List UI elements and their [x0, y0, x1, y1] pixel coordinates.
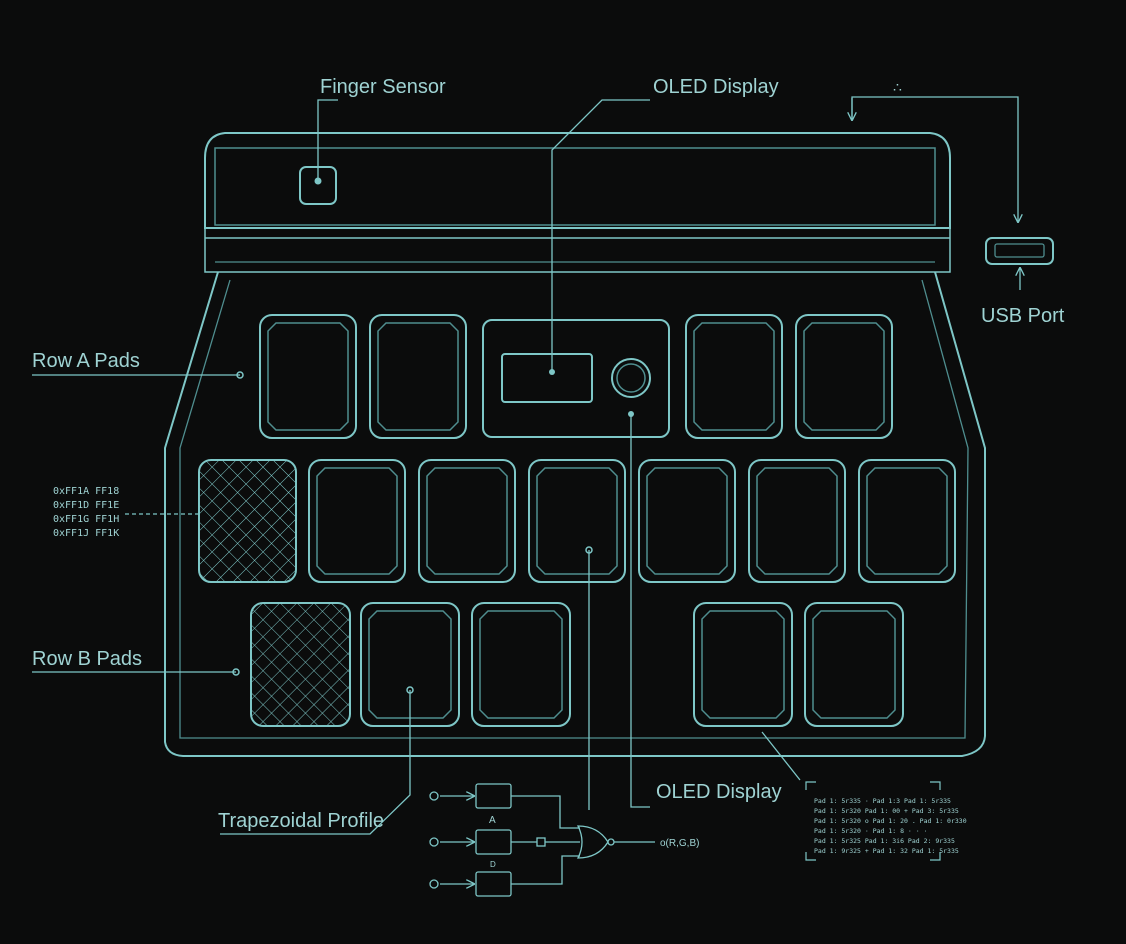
pad-table: Pad 1: 5r335 · Pad 1:3 Pad 1: 5r335 Pad …: [805, 781, 967, 861]
pad-inner-bevel: [267, 322, 349, 431]
pad-table-row: Pad 1: 5r325 Pad 1: 3i6 Pad 2: 9r335: [814, 837, 955, 845]
pad-table-row: Pad 1: 5r320 o Pad 1: 20 . Pad 1: 0r330: [814, 817, 967, 825]
hex-code-line: 0xFF1J FF1K: [53, 528, 119, 539]
label-top-ellipsis: ∴: [893, 79, 902, 95]
pad-row-a[interactable]: [259, 314, 357, 439]
logic-circuit: [429, 783, 655, 897]
pad-table-row: Pad 1: 5r335 · Pad 1:3 Pad 1: 5r335: [814, 797, 951, 805]
pad-inner-bevel: [426, 467, 508, 575]
pad-row-mid[interactable]: [308, 459, 406, 583]
pad-inner-bevel: [536, 467, 618, 575]
pad-row-b[interactable]: [693, 602, 793, 727]
pad-row-mid[interactable]: [528, 459, 626, 583]
pad-table-row: Pad 1: 5r320 Pad 1: 00 + Pad 3: 5r335: [814, 807, 959, 815]
usb-port[interactable]: [985, 237, 1054, 265]
pad-inner-bevel: [316, 467, 398, 575]
device-body: [164, 271, 986, 757]
pad-row-a[interactable]: [685, 314, 783, 439]
label-trapezoidal-profile: Trapezoidal Profile: [218, 810, 384, 832]
pad-table-row: Pad 1: 5r320 · Pad 1: 8 · · ·: [814, 827, 928, 835]
pad-inner-bevel: [693, 322, 775, 431]
oled-module: [482, 319, 670, 438]
gate-output-label: o(R,G,B): [660, 838, 699, 849]
pad-inner-bevel: [479, 610, 563, 719]
pad-inner-bevel: [701, 610, 785, 719]
label-row-a-pads: Row A Pads: [32, 350, 140, 372]
hex-code-line: 0xFF1G FF1H: [53, 514, 119, 525]
pad-row-a[interactable]: [795, 314, 893, 439]
oled-display: [501, 353, 593, 403]
gate-d-label: D: [490, 860, 496, 869]
label-usb-port: USB Port: [981, 305, 1065, 327]
pad-mesh-row-b[interactable]: [250, 602, 351, 727]
pad-inner-bevel: [377, 322, 459, 431]
pad-inner-bevel: [803, 322, 885, 431]
hex-code-line: 0xFF1A FF18: [53, 486, 119, 497]
pad-inner-bevel: [812, 610, 896, 719]
pad-row-b[interactable]: [804, 602, 904, 727]
label-oled-display-top: OLED Display: [653, 76, 779, 98]
pad-inner-bevel: [756, 467, 838, 575]
pad-row-mid[interactable]: [858, 459, 956, 583]
hex-code-line: 0xFF1D FF1E: [53, 500, 119, 511]
label-row-b-pads: Row B Pads: [32, 648, 142, 670]
pad-table-row: Pad 1: 9r325 + Pad 1: 32 Pad 1: 5r335: [814, 847, 959, 855]
pad-inner-bevel: [646, 467, 728, 575]
pad-row-b[interactable]: [471, 602, 571, 727]
pad-inner-bevel: [866, 467, 948, 575]
oled-knob[interactable]: [611, 358, 651, 398]
label-finger-sensor: Finger Sensor: [320, 76, 446, 98]
pad-row-mid[interactable]: [418, 459, 516, 583]
pad-row-mid[interactable]: [748, 459, 846, 583]
gate-a-label: A: [489, 815, 496, 826]
pad-inner-bevel: [368, 610, 452, 719]
pad-row-a[interactable]: [369, 314, 467, 439]
label-oled-display-bottom: OLED Display: [656, 781, 782, 803]
hex-code-block: 0xFF1A FF18 0xFF1D FF1E 0xFF1G FF1H 0xFF…: [53, 486, 119, 539]
pad-row-mid[interactable]: [638, 459, 736, 583]
pad-mesh-row-a[interactable]: [198, 459, 297, 583]
